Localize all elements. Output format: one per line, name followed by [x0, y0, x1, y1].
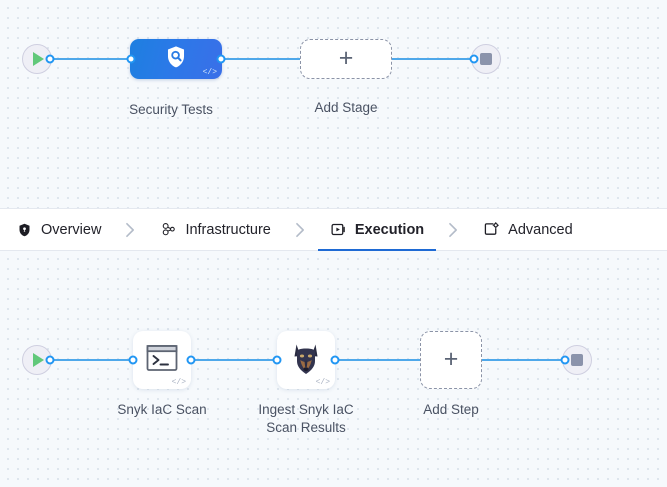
connector-security-tests-to-add-stage	[221, 58, 302, 60]
connector-add-step-to-end	[482, 359, 566, 361]
stage-label-security-tests: Security Tests	[129, 102, 213, 117]
step-start-output-port[interactable]	[45, 355, 55, 365]
step-node-ingest-snyk-iac-scan-results[interactable]: </>	[277, 331, 335, 389]
stop-icon	[571, 354, 583, 366]
play-icon	[33, 353, 44, 367]
terminal-icon	[145, 343, 179, 378]
plus-icon: +	[443, 344, 459, 373]
pipeline-tab-bar[interactable]: Overview Infrastructure	[0, 208, 667, 252]
tab-overview[interactable]: Overview	[14, 209, 103, 251]
code-badge-icon: </>	[315, 378, 330, 387]
tab-advanced-label: Advanced	[508, 221, 573, 238]
stage-node-security-tests[interactable]: </>	[130, 39, 222, 79]
security-tests-input-port[interactable]	[126, 54, 136, 64]
shield-icon	[16, 221, 33, 238]
step-label-add-step: Add Step	[423, 402, 479, 417]
security-tests-output-port[interactable]	[216, 54, 226, 64]
code-badge-icon: </>	[171, 378, 186, 387]
chevron-right-icon	[103, 222, 158, 238]
snyk-scan-input-port[interactable]	[128, 355, 138, 365]
tab-overview-label: Overview	[41, 221, 102, 238]
add-step-button[interactable]: +	[420, 331, 482, 389]
play-icon	[33, 52, 44, 66]
tab-execution-label: Execution	[354, 221, 425, 238]
snyk-scan-output-port[interactable]	[186, 355, 196, 365]
connector-start-to-snyk-scan	[48, 359, 133, 361]
plus-icon: +	[338, 43, 354, 72]
chevron-right-icon	[426, 222, 481, 238]
chevron-right-icon	[273, 222, 328, 238]
stage-canvas[interactable]: </> Security Tests + Add Stage	[0, 0, 667, 208]
tab-infrastructure[interactable]: Infrastructure	[158, 209, 272, 251]
shield-search-icon	[163, 44, 189, 75]
stage-start-output-port[interactable]	[45, 54, 55, 64]
connector-add-stage-to-end	[390, 58, 475, 60]
step-canvas[interactable]: </> Snyk IaC Scan	[0, 251, 667, 487]
tab-infrastructure-label: Infrastructure	[185, 221, 271, 238]
add-stage-button[interactable]: +	[300, 39, 392, 79]
tab-advanced[interactable]: Advanced	[481, 209, 575, 251]
stage-end-input-port[interactable]	[469, 54, 479, 64]
nodes-cluster-icon	[160, 221, 177, 238]
ingest-output-port[interactable]	[330, 355, 340, 365]
step-label-snyk-iac-scan: Snyk IaC Scan	[117, 402, 207, 417]
tab-execution[interactable]: Execution	[317, 209, 437, 252]
connector-ingest-to-add-step	[335, 359, 420, 361]
settings-box-icon	[483, 221, 500, 238]
stop-icon	[480, 53, 492, 65]
connector-snyk-scan-to-ingest	[191, 359, 277, 361]
ingest-input-port[interactable]	[272, 355, 282, 365]
stage-label-add-stage: Add Stage	[314, 100, 378, 115]
code-badge-icon: </>	[202, 68, 217, 77]
step-node-snyk-iac-scan[interactable]: </>	[133, 331, 191, 389]
step-label-ingest-snyk-iac-scan-results: Ingest Snyk IaC Scan Results	[258, 402, 354, 435]
step-end-input-port[interactable]	[560, 355, 570, 365]
connector-start-to-security-tests	[48, 58, 132, 60]
play-box-icon	[330, 221, 347, 238]
doberman-icon	[291, 343, 321, 377]
